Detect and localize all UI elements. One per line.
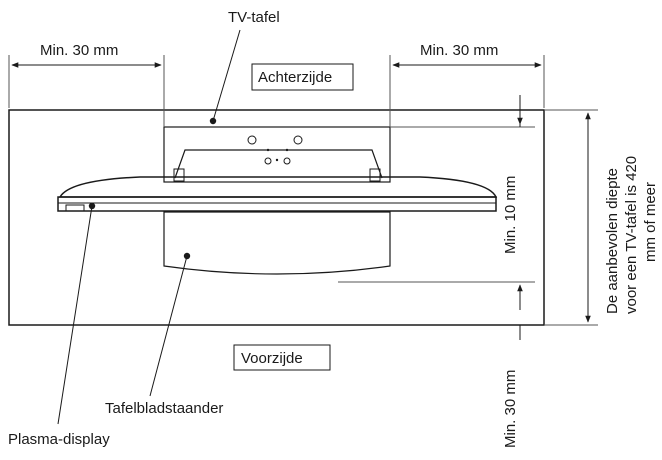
tv-table-outline bbox=[8, 109, 545, 326]
front-side-box bbox=[233, 344, 331, 371]
stand-screw-2 bbox=[293, 135, 303, 145]
tv-table-leader bbox=[212, 29, 241, 122]
tv-table-label: TV-tafel bbox=[228, 9, 280, 26]
back-side-label: Achterzijde bbox=[258, 69, 332, 86]
min30-right-label: Min. 30 mm bbox=[420, 42, 498, 59]
plasma-display-front bbox=[57, 196, 497, 212]
stand-label: Tafelbladstaander bbox=[105, 400, 223, 417]
stand-clip-right bbox=[369, 168, 381, 182]
stand-screw-4 bbox=[283, 157, 291, 165]
plasma-display-label: Plasma-display bbox=[8, 431, 110, 448]
min10-label: Min. 10 mm bbox=[502, 176, 519, 254]
stand-rear-plate bbox=[163, 126, 391, 183]
min30-vertical-label: Min. 30 mm bbox=[502, 370, 519, 448]
recommended-depth-line-3: mm of meer bbox=[642, 182, 659, 262]
stand-leader bbox=[149, 255, 188, 397]
stand-front-plate bbox=[163, 211, 391, 275]
stand-hole-1 bbox=[266, 148, 270, 152]
back-side-box bbox=[251, 63, 354, 91]
recommended-depth-label: De aanbevolen diepte voor een TV-tafel i… bbox=[604, 156, 659, 314]
min30-left-label: Min. 30 mm bbox=[40, 42, 118, 59]
display-leader bbox=[57, 205, 93, 425]
recommended-depth-line-2: voor een TV-tafel is 420 bbox=[623, 156, 640, 314]
stand-neck bbox=[174, 149, 383, 179]
stand-hole-3 bbox=[275, 158, 279, 162]
plasma-display-body bbox=[58, 176, 498, 198]
front-side-label: Voorzijde bbox=[241, 350, 303, 367]
recommended-depth-line-1: De aanbevolen diepte bbox=[604, 168, 621, 314]
stand-hole-2 bbox=[285, 148, 289, 152]
stand-screw-1 bbox=[247, 135, 257, 145]
stand-screw-3 bbox=[264, 157, 272, 165]
stand-clip-left bbox=[173, 168, 185, 182]
